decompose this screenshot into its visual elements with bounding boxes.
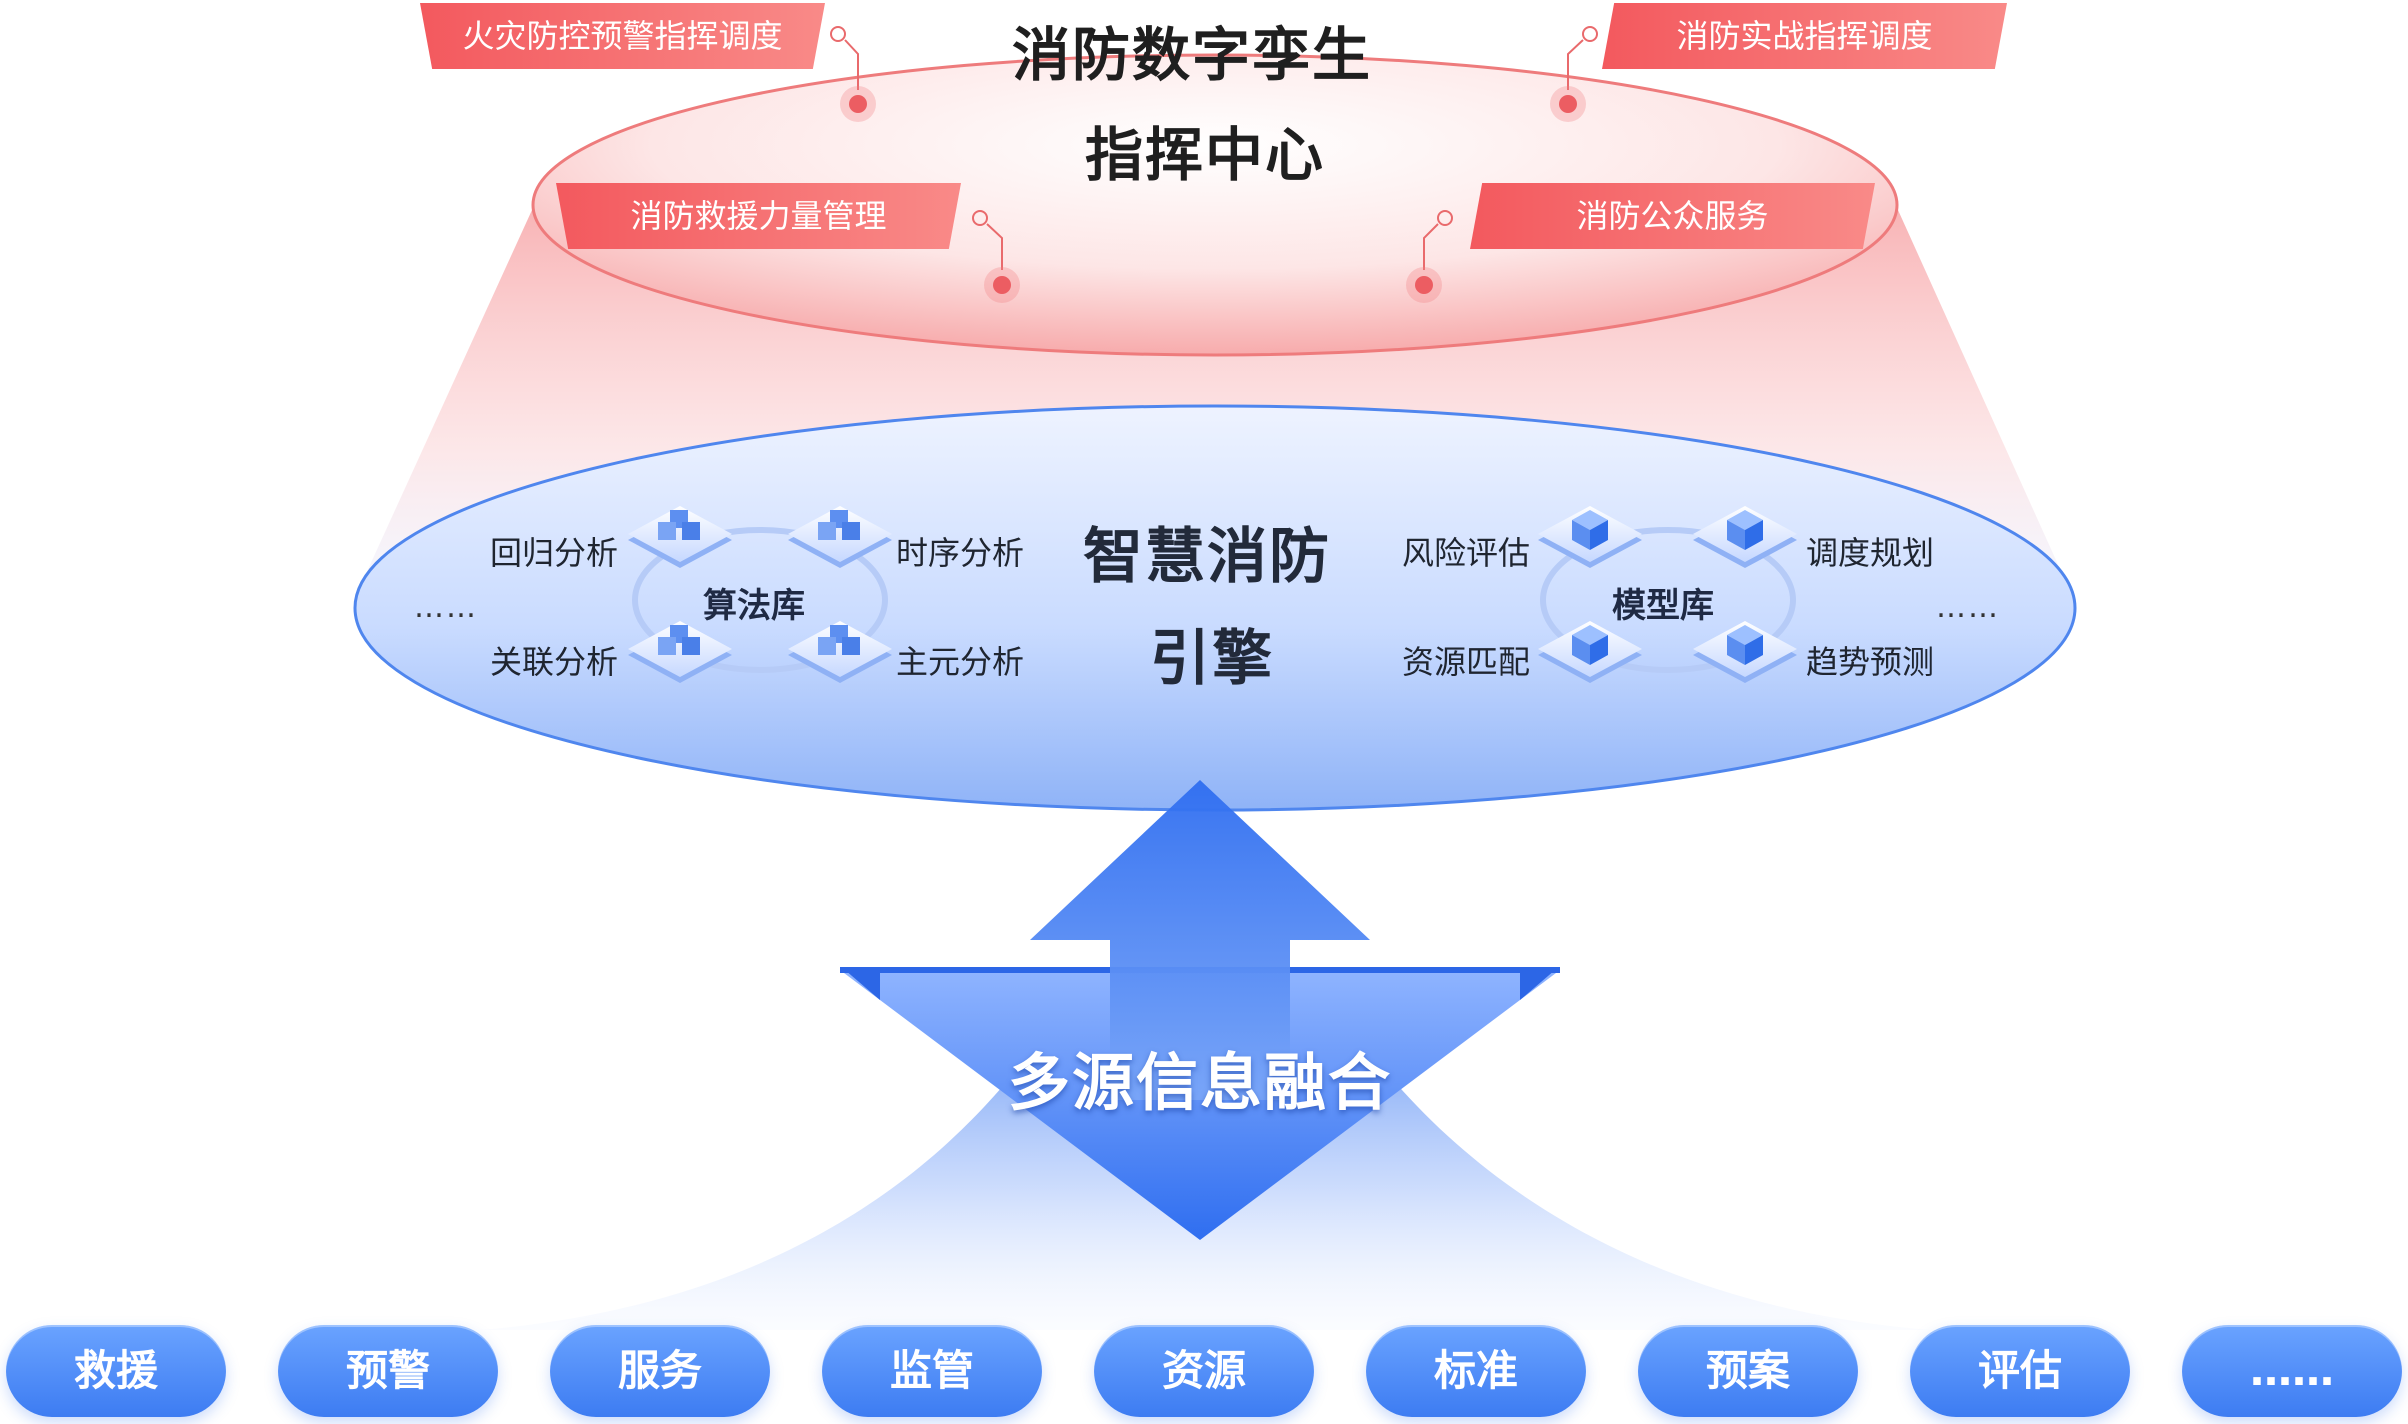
source-pill-service: 服务 [550, 1325, 770, 1417]
fusion-corner-left [845, 970, 880, 1000]
algo-icon-2 [788, 506, 892, 568]
engine-title-line1: 智慧消防 [1083, 522, 1331, 592]
source-pill-standard: 标准 [1366, 1325, 1586, 1417]
banner-rescue-force: 消防救援力量管理 [556, 183, 961, 249]
command-center-title-line2: 指挥中心 [1085, 121, 1326, 189]
banner-connector-3 [972, 210, 1020, 303]
source-pill-warning: 预警 [278, 1325, 498, 1417]
model-more: …… [1936, 590, 2000, 625]
algo-item-regression: 回归分析 [490, 534, 619, 572]
source-pill-resource: 资源 [1094, 1325, 1314, 1417]
algo-more: …… [414, 590, 478, 625]
model-item-resource: 资源匹配 [1402, 643, 1531, 681]
banner-combat-dispatch: 消防实战指挥调度 [1602, 3, 2007, 69]
algo-item-correlation: 关联分析 [490, 643, 619, 681]
fusion-triangle [840, 970, 1560, 1240]
top-disc [531, 53, 1899, 357]
banner-connector-1 [830, 26, 876, 122]
banner-label: 消防救援力量管理 [630, 197, 887, 235]
middle-disc [353, 404, 2077, 812]
engine-title-line2: 引擎 [1150, 624, 1274, 694]
banner-connector-2 [1550, 26, 1598, 122]
model-item-trend: 趋势预测 [1806, 643, 1935, 681]
banner-public-service: 消防公众服务 [1470, 183, 1875, 249]
model-item-dispatch: 调度规划 [1806, 534, 1935, 572]
source-pill-more: …… [2182, 1325, 2402, 1417]
algo-icon-3 [628, 621, 732, 683]
model-library-label: 模型库 [1612, 586, 1714, 626]
banner-label: 消防实战指挥调度 [1676, 17, 1933, 55]
source-pill-plan: 预案 [1638, 1325, 1858, 1417]
banner-fire-warning-dispatch: 火灾防控预警指挥调度 [420, 3, 825, 69]
algo-item-timeseries: 时序分析 [896, 534, 1025, 572]
command-center-title-line1: 消防数字孪生 [1012, 21, 1373, 89]
algo-item-pca: 主元分析 [896, 643, 1025, 681]
model-icon-4 [1693, 621, 1797, 683]
source-pill-rescue: 救援 [6, 1325, 226, 1417]
fusion-corner-right [1520, 970, 1555, 1000]
model-icon-3 [1538, 621, 1642, 683]
algo-ring [632, 527, 888, 673]
model-item-risk: 风险评估 [1402, 534, 1531, 572]
model-ring [1540, 527, 1796, 673]
up-arrow [1030, 780, 1370, 1100]
source-pill-evaluate: 评估 [1910, 1325, 2130, 1417]
fusion-label: 多源信息融合 [1008, 1046, 1393, 1119]
banner-label: 消防公众服务 [1576, 197, 1769, 235]
source-pill-supervise: 监管 [822, 1325, 1042, 1417]
model-icon-1 [1538, 506, 1642, 568]
algo-icon-4 [788, 621, 892, 683]
model-icon-2 [1693, 506, 1797, 568]
banner-label: 火灾防控预警指挥调度 [462, 17, 783, 55]
algo-icon-1 [628, 506, 732, 568]
banner-connector-4 [1406, 210, 1453, 303]
algo-library-label: 算法库 [703, 586, 805, 626]
